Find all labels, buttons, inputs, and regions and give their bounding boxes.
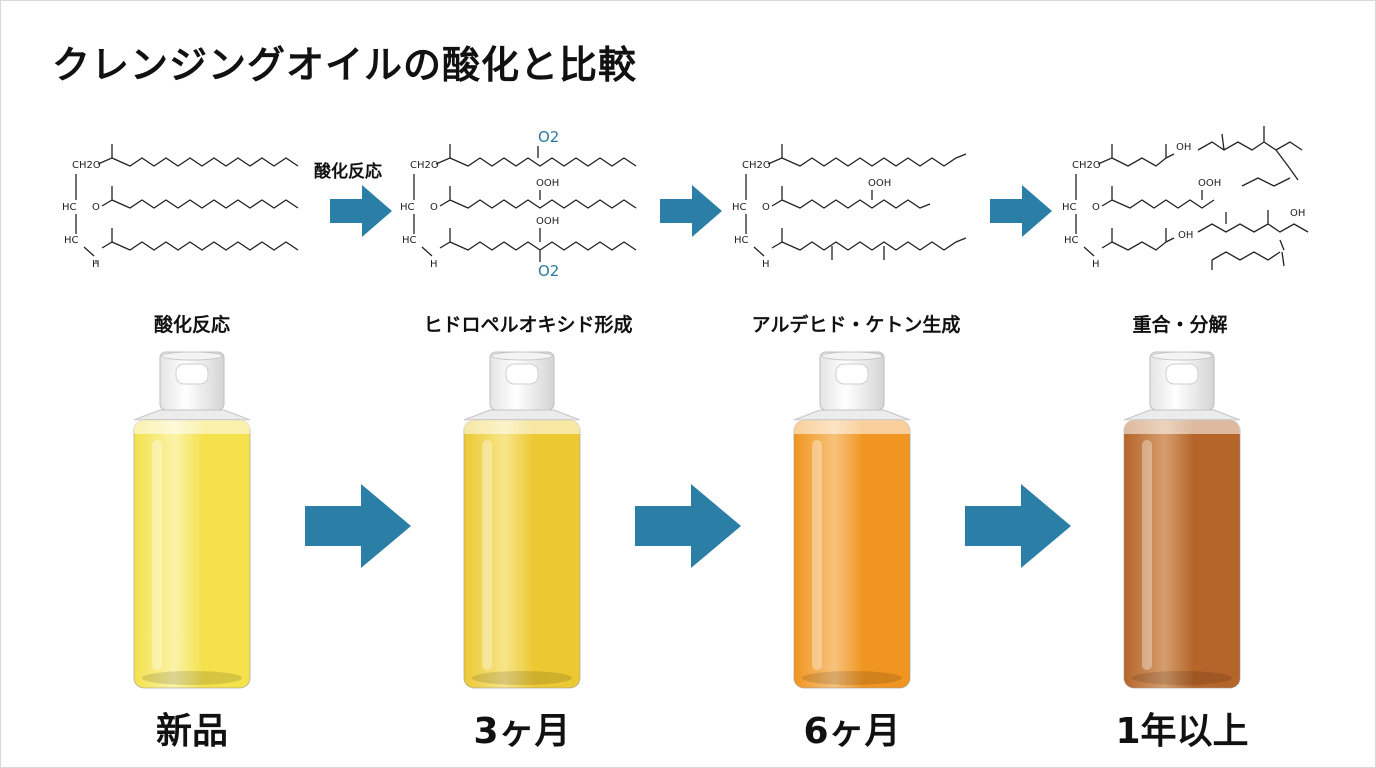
- bottle-cap-flip: [175, 363, 209, 385]
- bottle-headspace: [464, 420, 580, 434]
- chem-chain-1: [435, 144, 637, 167]
- chem-o2-bottom: O2: [538, 262, 559, 280]
- diagram-title: クレンジングオイルの酸化と比較: [52, 43, 638, 87]
- reaction-label: 酸化反応: [314, 162, 382, 182]
- chem-ooh-mid: OOH: [1198, 178, 1221, 189]
- chem-oh-c: OH: [1290, 208, 1305, 219]
- bottle-1-year: [1120, 350, 1244, 695]
- bottle-cap-flip: [1165, 363, 1199, 385]
- time-label-3-months: 3ヶ月: [473, 711, 571, 752]
- bottle-headspace: [794, 420, 910, 434]
- arrow-right-icon: [635, 484, 741, 568]
- bottle-highlight: [1142, 440, 1152, 670]
- bottle-fresh: [130, 350, 254, 695]
- chem-chain-1: [1097, 126, 1303, 181]
- chem-structure-aldehyde: CH2O HC O HC H OOH: [732, 120, 1032, 280]
- bottle-headspace: [1124, 420, 1240, 434]
- arrow-right-icon: [965, 484, 1071, 568]
- chem-hc: HC: [400, 202, 415, 213]
- chem-oh-b: OH: [1178, 230, 1193, 241]
- bottle-cap-top: [821, 351, 883, 361]
- bottle-bottom: [1132, 671, 1232, 685]
- bottle-bottom: [472, 671, 572, 685]
- chem-o: O: [1092, 202, 1100, 213]
- stage-label-hydroperoxide: ヒドロペルオキシド形成: [423, 314, 633, 336]
- chem-chain-2: [101, 186, 299, 209]
- chem-oh-h: H: [92, 259, 100, 270]
- chem-ch2: HC: [64, 235, 79, 246]
- bottle-shoulder: [793, 409, 911, 421]
- bottle-bottom: [802, 671, 902, 685]
- bottle-6-months: [790, 350, 914, 695]
- chem-hc: HC: [1062, 202, 1077, 213]
- bottle-body: [793, 419, 911, 689]
- bottle-headspace: [134, 420, 250, 434]
- bottle-highlight: [482, 440, 492, 670]
- chem-chain-3: [439, 228, 637, 262]
- chem-backbone: [75, 174, 97, 262]
- bottle-cap-flip: [835, 363, 869, 385]
- chem-chain-3: [771, 228, 967, 260]
- chem-structure-hydroperoxide: CH2O HC O HC H O2 OOH OOH O2: [400, 120, 700, 280]
- chem-oh-h: H: [430, 259, 438, 270]
- chem-chain-2: [771, 186, 931, 209]
- chem-hc: HC: [732, 202, 747, 213]
- chem-chain-3: [1101, 210, 1309, 270]
- chem-o2-top: O2: [538, 128, 559, 146]
- chem-chain-2: [439, 186, 637, 209]
- chem-oh-h: H: [762, 259, 770, 270]
- bottle-body: [133, 419, 251, 689]
- arrow-right-icon: [305, 484, 411, 568]
- chem-ch2: HC: [402, 235, 417, 246]
- stage-label-aldehyde: アルデヒド・ケトン生成: [751, 314, 961, 336]
- chem-ch2o: CH2O: [742, 160, 771, 171]
- bottle-shoulder: [463, 409, 581, 421]
- arrow-right-icon: [660, 185, 722, 237]
- chem-oh-h: H: [1092, 259, 1100, 270]
- stage-label-fresh: 酸化反応: [153, 314, 230, 336]
- chem-chain-2: [1101, 177, 1291, 209]
- bottle-cap-top: [161, 351, 223, 361]
- stage-label-polymer: 重合・分解: [1132, 314, 1228, 336]
- chem-ooh-mid: OOH: [868, 178, 891, 189]
- chem-chain-1: [767, 144, 967, 167]
- chem-ch2: HC: [1064, 235, 1079, 246]
- time-label-fresh: 新品: [155, 711, 228, 752]
- chem-oh-a: OH: [1176, 142, 1191, 153]
- chem-backbone: [413, 174, 433, 257]
- bottle-shoulder: [133, 409, 251, 421]
- bottle-body: [1123, 419, 1241, 689]
- chem-ch2o: CH2O: [410, 160, 439, 171]
- bottle-cap-top: [1151, 351, 1213, 361]
- chem-chain-3: [101, 228, 299, 251]
- chem-ch2o: CH2O: [72, 160, 101, 171]
- chem-ooh-bottom: OOH: [536, 216, 559, 227]
- time-label-1-year: 1年以上: [1115, 711, 1249, 752]
- bottle-bottom: [142, 671, 242, 685]
- bottle-cap-flip: [505, 363, 539, 385]
- chem-o: O: [430, 202, 438, 213]
- bottle-highlight: [812, 440, 822, 670]
- arrow-right-icon: [990, 185, 1052, 237]
- chem-ooh-mid: OOH: [536, 178, 559, 189]
- chem-structure-polymer: CH2O HC O HC H OOH OH OH OH: [1062, 120, 1362, 280]
- chem-o: O: [92, 202, 100, 213]
- chem-hc: HC: [62, 202, 77, 213]
- bottle-highlight: [152, 440, 162, 670]
- arrow-right-icon: [330, 185, 392, 237]
- time-label-6-months: 6ヶ月: [803, 711, 901, 752]
- bottle-body: [463, 419, 581, 689]
- chem-backbone: [1075, 174, 1095, 257]
- chem-ch2: HC: [734, 235, 749, 246]
- bottle-cap-top: [491, 351, 553, 361]
- chem-o: O: [762, 202, 770, 213]
- bottle-shoulder: [1123, 409, 1241, 421]
- bottle-3-months: [460, 350, 584, 695]
- chem-structure-fresh: CH2O HC O HC H: [62, 120, 362, 280]
- chem-backbone: [745, 174, 765, 257]
- chem-chain-1: [97, 144, 299, 167]
- chem-ch2o: CH2O: [1072, 160, 1101, 171]
